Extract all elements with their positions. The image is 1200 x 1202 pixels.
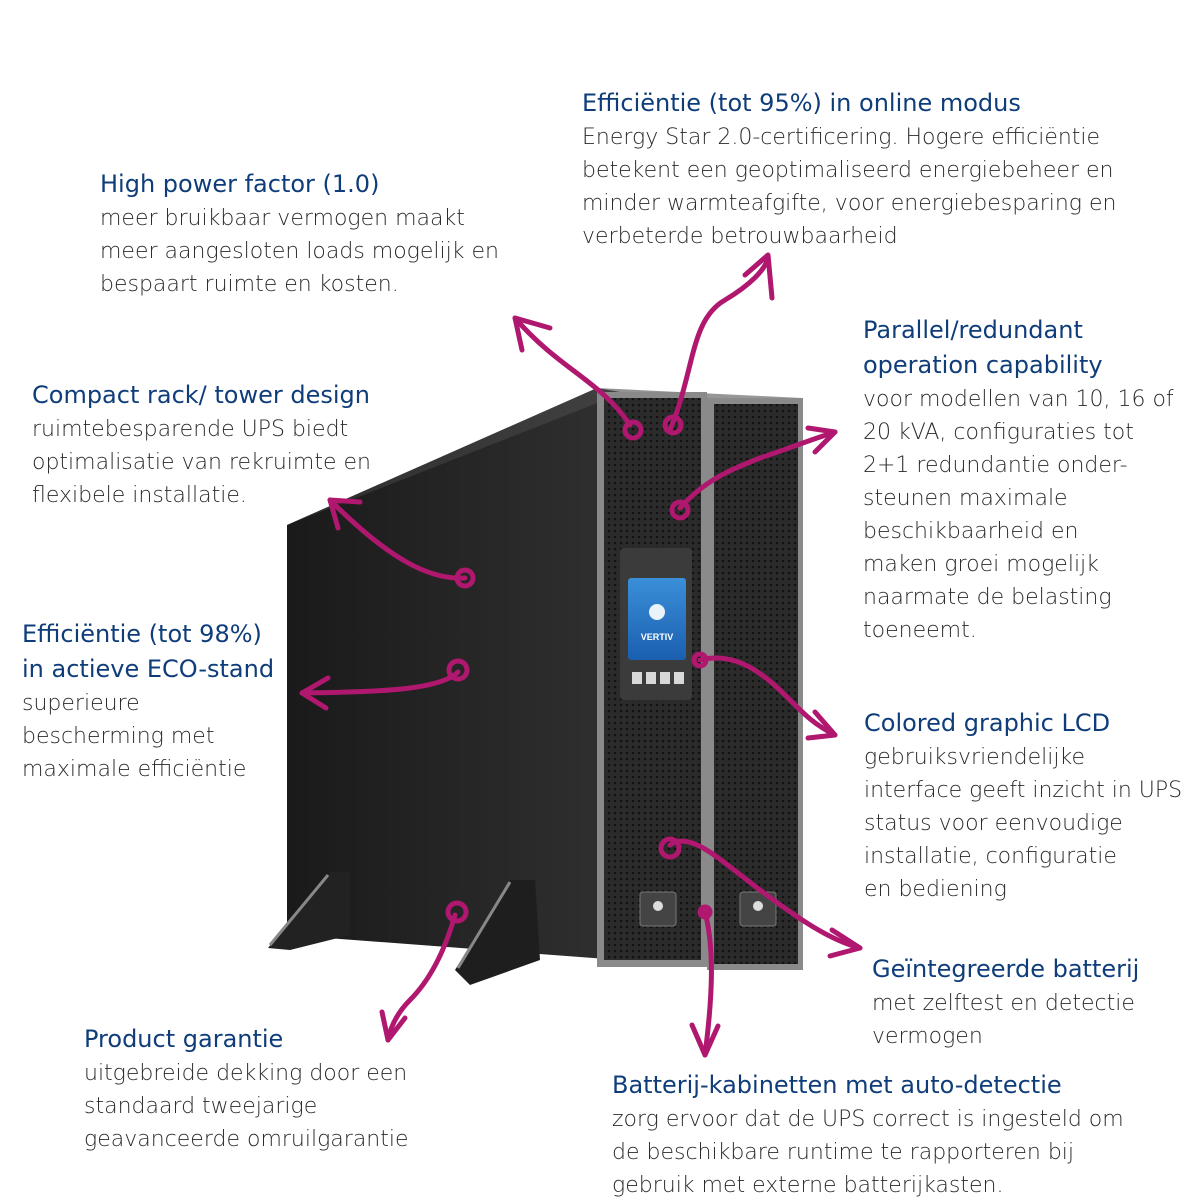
callout-title: Compact rack/ tower design [32, 381, 370, 409]
callout-cabinets: Batterij-kabinetten met auto-detectie zo… [612, 1068, 1192, 1202]
callout-text: status voor eenvoudige [864, 811, 1123, 836]
callout-parallel: Parallel/redundant operation capability … [863, 313, 1193, 647]
callout-title: Efficiëntie (tot 98%) [22, 620, 262, 648]
callout-title: operation capability [863, 351, 1103, 379]
ups-unit: VERTIV [268, 388, 803, 985]
callout-title: Parallel/redundant [863, 316, 1083, 344]
callout-text: vermogen [872, 1024, 983, 1049]
callout-text: minder warmteafgifte, voor energiebespar… [582, 191, 1117, 216]
callout-text: toeneemt. [863, 618, 977, 643]
callout-text: steunen maximale [863, 486, 1068, 511]
callout-title: High power factor (1.0) [100, 170, 380, 198]
callout-text: naarmate de belasting [863, 585, 1112, 610]
callout-text: gebruik met externe batterijkasten. [612, 1173, 1004, 1198]
callout-text: Energy Star 2.0-certificering. Hogere ef… [582, 125, 1101, 150]
arrow-lcd [697, 655, 838, 738]
callout-text: meer bruikbaar vermogen maakt [100, 206, 465, 231]
callout-arrows [299, 252, 863, 1058]
callout-text: 2+1 redundantie onder- [863, 453, 1128, 478]
callout-text: standaard tweejarige [84, 1094, 318, 1119]
stand-foot-right [455, 880, 540, 985]
vertiv-logo-icon [649, 604, 665, 620]
callout-title: Batterij-kabinetten met auto-detectie [612, 1071, 1062, 1099]
callout-title: in actieve ECO-stand [22, 655, 275, 683]
callout-text: 20 kVA, configuraties tot [863, 420, 1134, 445]
arrow-efficiency-online [667, 255, 771, 433]
callout-text: interface geeft inzicht in UPS [864, 778, 1183, 803]
arrow-battery [667, 838, 863, 951]
callout-text: bespaart ruimte en kosten. [100, 272, 399, 297]
callout-text: flexibele installatie. [32, 483, 247, 508]
callout-text: beschikbaarheid en [863, 519, 1079, 544]
callout-compact: Compact rack/ tower design ruimtebespare… [32, 378, 432, 512]
callout-text: betekent een geoptimaliseerd energiebehe… [582, 158, 1114, 183]
callout-text: verbeterde betrouwbaarheid [582, 224, 898, 249]
callout-text: ruimtebesparende UPS biedt [32, 417, 349, 442]
stand-foot-left [268, 872, 350, 950]
callout-text: maximale efficiëntie [22, 757, 247, 782]
callout-power-factor: High power factor (1.0) meer bruikbaar v… [100, 167, 550, 301]
callout-text: met zelftest en detectie [872, 991, 1135, 1016]
callout-efficiency-online: Efficiëntie (tot 95%) in online modus En… [582, 86, 1182, 253]
callout-text: geavanceerde omruilgarantie [84, 1127, 409, 1152]
lcd-buttons [632, 672, 684, 684]
callout-battery: Geïntegreerde batterij met zelftest en d… [872, 952, 1192, 1053]
callout-text: de beschikbare runtime te rapporteren bi… [612, 1140, 1075, 1165]
callout-text: en bediening [864, 877, 1007, 902]
callout-title: Product garantie [84, 1025, 284, 1053]
callout-lcd: Colored graphic LCD gebruiksvriendelijke… [864, 706, 1198, 906]
front-panel-right [714, 404, 798, 964]
arrow-warranty [385, 912, 458, 1043]
arrow-power-factor [512, 315, 633, 428]
callout-text: bescherming met [22, 724, 215, 749]
callout-text: gebruiksvriendelijke [864, 745, 1085, 770]
arrow-cabinets [702, 909, 714, 1058]
callout-text: meer aangesloten loads mogelijk en [100, 239, 499, 264]
callout-text: installatie, configuratie [864, 844, 1117, 869]
callout-title: Geïntegreerde batterij [872, 955, 1140, 983]
callout-text: optimalisatie van rekruimte en [32, 450, 371, 475]
callout-text: uitgebreide dekking door een [84, 1061, 408, 1086]
callout-text: maken groei mogelijk [863, 552, 1099, 577]
callout-text: superieure [22, 691, 140, 716]
lcd-brand: VERTIV [641, 632, 674, 642]
callout-warranty: Product garantie uitgebreide dekking doo… [84, 1022, 484, 1156]
callout-title: Colored graphic LCD [864, 709, 1111, 737]
callout-text: voor modellen van 10, 16 of [863, 387, 1174, 412]
callout-title: Efficiëntie (tot 95%) in online modus [582, 89, 1021, 117]
arrow-compact [327, 497, 468, 581]
arrow-parallel [677, 429, 838, 511]
callout-efficiency-eco: Efficiëntie (tot 98%) in actieve ECO-sta… [22, 617, 312, 786]
callout-text: zorg ervoor dat de UPS correct is ingest… [612, 1107, 1124, 1132]
